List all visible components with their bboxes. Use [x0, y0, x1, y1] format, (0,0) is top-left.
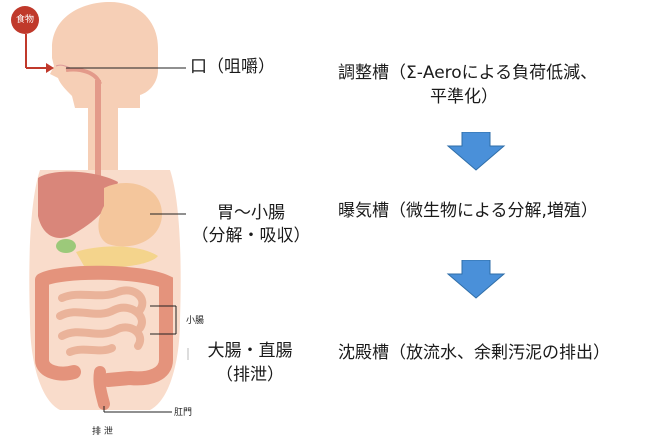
neck	[88, 96, 118, 176]
rectum	[93, 366, 110, 410]
anus-label: 肛門	[174, 408, 193, 418]
colon-label-line2: （排泄）	[216, 365, 284, 385]
stomach-label-line1: 胃～小腸	[217, 203, 285, 223]
settling-tank-label: 沈殿槽（放流水、余剰汚泥の排出）	[338, 343, 610, 363]
excretion-label: 排 泄	[92, 427, 113, 437]
stomach-label-line2: （分解・吸収）	[191, 226, 311, 246]
large-intestine	[35, 265, 173, 387]
liver	[38, 171, 118, 238]
food-badge-label: 食物	[15, 15, 34, 25]
small-intestine-label: 小腸	[186, 316, 205, 326]
aeration-tank-label: 曝気槽（微生物による分解,増殖）	[338, 201, 598, 221]
food-badge: 食物	[11, 6, 39, 34]
colon-label-line1: 大腸・直腸	[207, 341, 293, 361]
flow-arrow-2	[446, 260, 506, 299]
small-intestine-coils	[56, 286, 147, 356]
adjustment-tank-label-line2: 平準化）	[430, 87, 498, 107]
pancreas	[76, 246, 158, 268]
adjustment-tank-label-line1: 調整槽（Σ-Aeroによる負荷低減、	[338, 63, 598, 83]
head-silhouette	[50, 2, 158, 108]
stomach	[98, 183, 162, 247]
flow-arrow-1	[446, 132, 506, 171]
mouth-label: 口（咀嚼）	[190, 57, 275, 77]
